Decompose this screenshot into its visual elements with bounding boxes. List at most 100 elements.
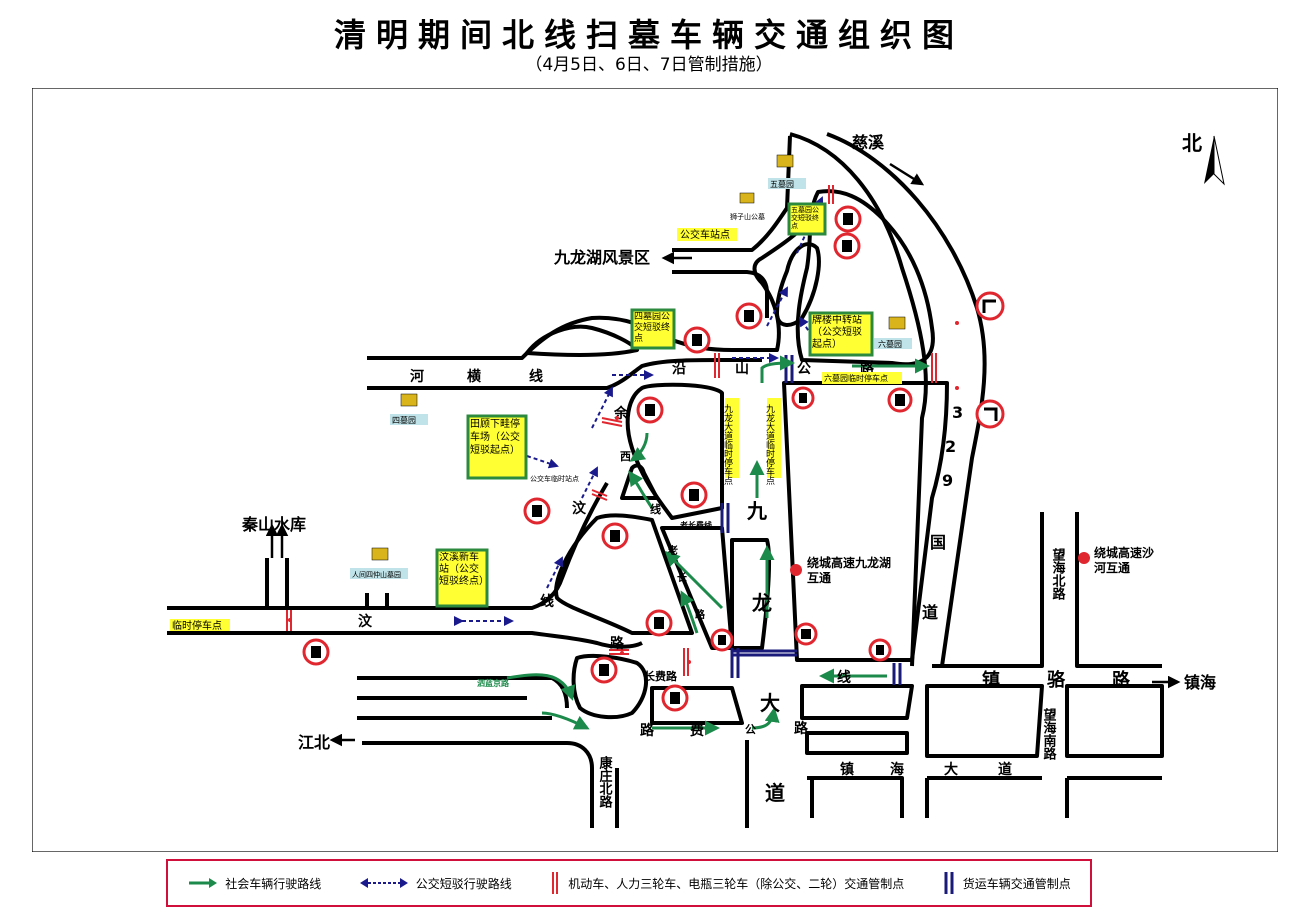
label-jl-temp-2: 九龙大道临时停车点 <box>764 404 775 486</box>
road-label: 河 <box>410 368 424 385</box>
no-right-turn-sign-icon <box>975 291 1005 321</box>
legend-bus-label: 公交短驳行驶路线 <box>415 876 512 891</box>
cemetery-box <box>768 178 806 189</box>
cemetery-icon <box>776 154 794 168</box>
legend-item-truck: 货运车辆交通管制点 <box>943 872 1071 894</box>
road-label-laochangfei: 老长费线 <box>679 520 712 530</box>
label-tianli: 田顾下畦停车场（公交短驳起点） <box>470 419 520 456</box>
label-temp-park: 临时停车点 <box>172 619 222 632</box>
road-label: 费 <box>690 722 704 739</box>
place-zhenhai: 镇海 <box>1184 673 1216 692</box>
road-label: 线 <box>650 502 661 516</box>
place-jiangbei: 江北 <box>298 733 330 752</box>
road-label: 线 <box>837 669 851 686</box>
road-label: 路 <box>1112 669 1131 691</box>
road-label: 汶 <box>572 500 587 517</box>
road-label: 路 <box>640 722 655 739</box>
road-label: 2 <box>945 437 956 456</box>
road-label: 山 <box>735 361 749 377</box>
cemetery-icon <box>739 192 755 204</box>
road-label: 3 <box>952 403 963 422</box>
interchange-dot <box>790 564 802 576</box>
page-title: 清明期间北线扫墓车辆交通组织图 <box>333 16 964 54</box>
road-label: 大 <box>760 691 780 715</box>
cemetery-renjian: 人间四仲山墓园 <box>352 570 401 579</box>
road-network <box>167 132 1164 828</box>
road-label-jiangyan: 泗蓝京路 <box>477 678 510 688</box>
direction-arrows <box>265 162 1181 747</box>
legend-item-control: 机动车、人力三轮车、电瓶三轮车（除公交、二轮）交通管制点 <box>550 872 904 894</box>
info-labels: 公交车站点 牌楼中转站（公交短驳起点） 四墓园公交短驳终点 五墓园公交短驳终点 … <box>170 202 902 632</box>
cemetery-markers: 五墓园 狮子山公墓 六墓园 四墓园 人间四仲山墓园 <box>350 154 912 579</box>
road-label: 大 <box>944 761 958 778</box>
label-bus-temp: 公交车临时站点 <box>530 474 579 483</box>
blue-double-bar-icon <box>944 872 954 894</box>
road-label: 汶 <box>358 613 373 630</box>
legend-item-bus: 公交短驳行驶路线 <box>359 875 512 892</box>
road-label: 横 <box>467 368 482 385</box>
road-label: 海 <box>890 761 904 778</box>
no-left-turn-sign-icon <box>975 399 1005 429</box>
road-label-wanghai-south: 望海南路 <box>1041 707 1057 760</box>
label-wumu-bus: 五墓园公交短驳终点 <box>791 206 819 230</box>
legend: 社会车辆行驶路线 公交短驳行驶路线 机动车、人力三轮车、电瓶三轮车（除公交、二轮… <box>166 859 1092 907</box>
road-label: 道 <box>998 761 1012 778</box>
label-interchange-sh: 绕城高速沙河互通 <box>1094 546 1155 575</box>
road-label: 老 <box>667 544 678 557</box>
road-label: 骆 <box>1047 669 1066 691</box>
road-label: 沿 <box>672 361 686 377</box>
place-jiulonghu: 九龙湖风景区 <box>553 248 650 267</box>
road-label: 余 <box>613 405 629 422</box>
place-qinshan: 秦山水库 <box>241 515 306 534</box>
sign-post-dots <box>288 321 959 664</box>
label-bus-stop: 公交车站点 <box>680 228 730 241</box>
road-label: 长 <box>677 571 688 584</box>
interchange-dot <box>1078 552 1090 564</box>
road-label: 道 <box>922 603 938 622</box>
cemetery-icon <box>888 316 906 330</box>
cemetery-simu: 四墓园 <box>392 415 416 425</box>
road-label: 龙 <box>752 591 772 615</box>
label-jl-temp-1: 九龙大道临时停车点 <box>722 404 733 486</box>
social-vehicle-routes <box>506 355 930 736</box>
red-double-bar-icon <box>552 872 559 894</box>
road-label: 镇 <box>982 669 1000 691</box>
cemetery-icon <box>400 393 418 407</box>
label-wenxi-new: 汶溪新车站（公交短驳终点） <box>439 552 485 587</box>
cemetery-wumu: 五墓园 <box>770 179 794 189</box>
blue-dashed-arrow-icon <box>359 878 408 888</box>
map-frame <box>32 88 1278 852</box>
green-arrow-icon <box>189 878 218 888</box>
compass-icon <box>1204 135 1225 186</box>
road-label: 路 <box>695 608 706 621</box>
road-label: 公 <box>745 723 756 736</box>
road-label: 路 <box>610 635 625 652</box>
page-subtitle: （4月5日、6日、7日管制措施） <box>525 55 773 75</box>
sign-glyphs <box>311 213 998 704</box>
interchange-markers: 绕城高速九龙湖互通 绕城高速沙河互通 <box>790 546 1155 585</box>
place-cixi: 慈溪 <box>852 133 885 152</box>
cemetery-icon <box>371 547 389 561</box>
cemetery-box <box>390 414 428 425</box>
legend-social-label: 社会车辆行驶路线 <box>225 876 322 891</box>
road-label: 公 <box>797 361 811 377</box>
road-label: 线 <box>540 593 554 610</box>
road-label: 九 <box>746 499 767 523</box>
road-label: 9 <box>942 471 953 490</box>
legend-control-label: 机动车、人力三轮车、电瓶三轮车（除公交、二轮）交通管制点 <box>568 876 905 891</box>
label-paifang: 牌楼中转站（公交短驳起点） <box>812 315 862 350</box>
road-label: 西 <box>620 450 631 463</box>
road-label: 路 <box>794 720 809 737</box>
traffic-map: 北 慈溪 九龙湖风景区 秦山水库 江北 镇海 五墓园 狮子山公墓 六墓园 四墓园… <box>32 88 1278 852</box>
road-label-wanghai-north: 望海北路 <box>1050 547 1066 600</box>
label-liumu-temp: 六墓园临时停车点 <box>824 373 888 383</box>
cemetery-box <box>874 338 912 349</box>
legend-truck-label: 货运车辆交通管制点 <box>962 876 1071 891</box>
road-label: 国 <box>930 533 946 552</box>
road-label: 道 <box>765 781 785 805</box>
legend-item-social: 社会车辆行驶路线 <box>187 875 321 892</box>
cemetery-liumu: 六墓园 <box>878 339 902 349</box>
label-interchange-jl: 绕城高速九龙湖互通 <box>807 556 892 585</box>
road-label: 线 <box>529 368 543 385</box>
road-label: 镇 <box>840 761 854 778</box>
